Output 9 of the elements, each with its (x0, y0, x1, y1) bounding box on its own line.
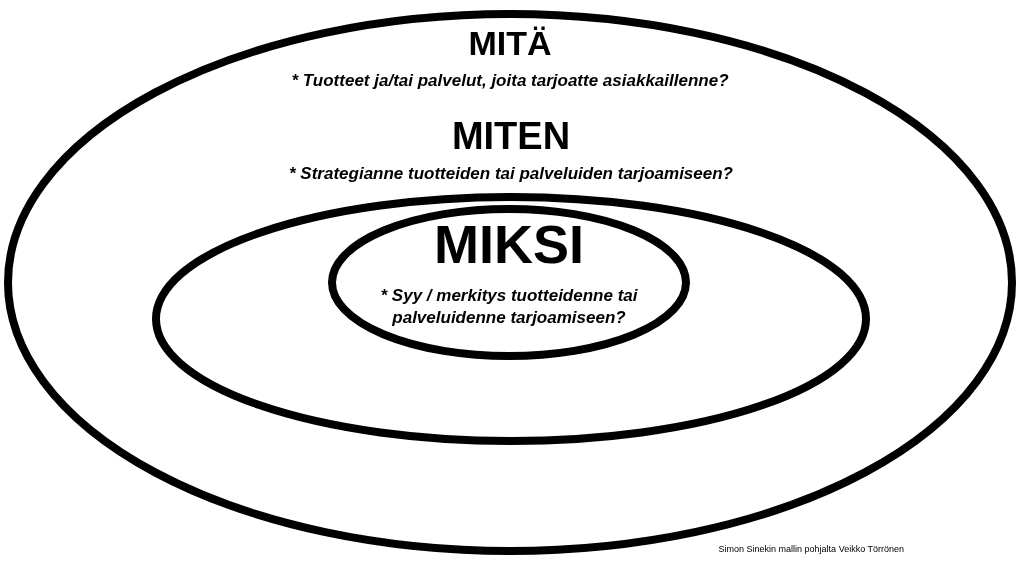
ring-question: * Syy / merkitys tuotteidenne tai palveluidenne tarjoamiseen? (379, 285, 639, 330)
ellipse-ring (328, 205, 690, 360)
ring-heading: MITEN (451, 117, 571, 155)
ellipse-ring (4, 10, 1016, 555)
credit-note: Simon Sinekin mallin pohjalta Veikko Törrönen (718, 542, 904, 556)
ring-heading: MITÄ (468, 26, 552, 60)
ring-question: * Tuotteet ja/tai palvelut, joita tarjoatte asiakkaillenne? (290, 70, 730, 92)
ring-heading: MIKSI (434, 217, 584, 271)
ring-question: * Strategianne tuotteiden tai palveluiden tarjoamiseen? (288, 163, 734, 185)
